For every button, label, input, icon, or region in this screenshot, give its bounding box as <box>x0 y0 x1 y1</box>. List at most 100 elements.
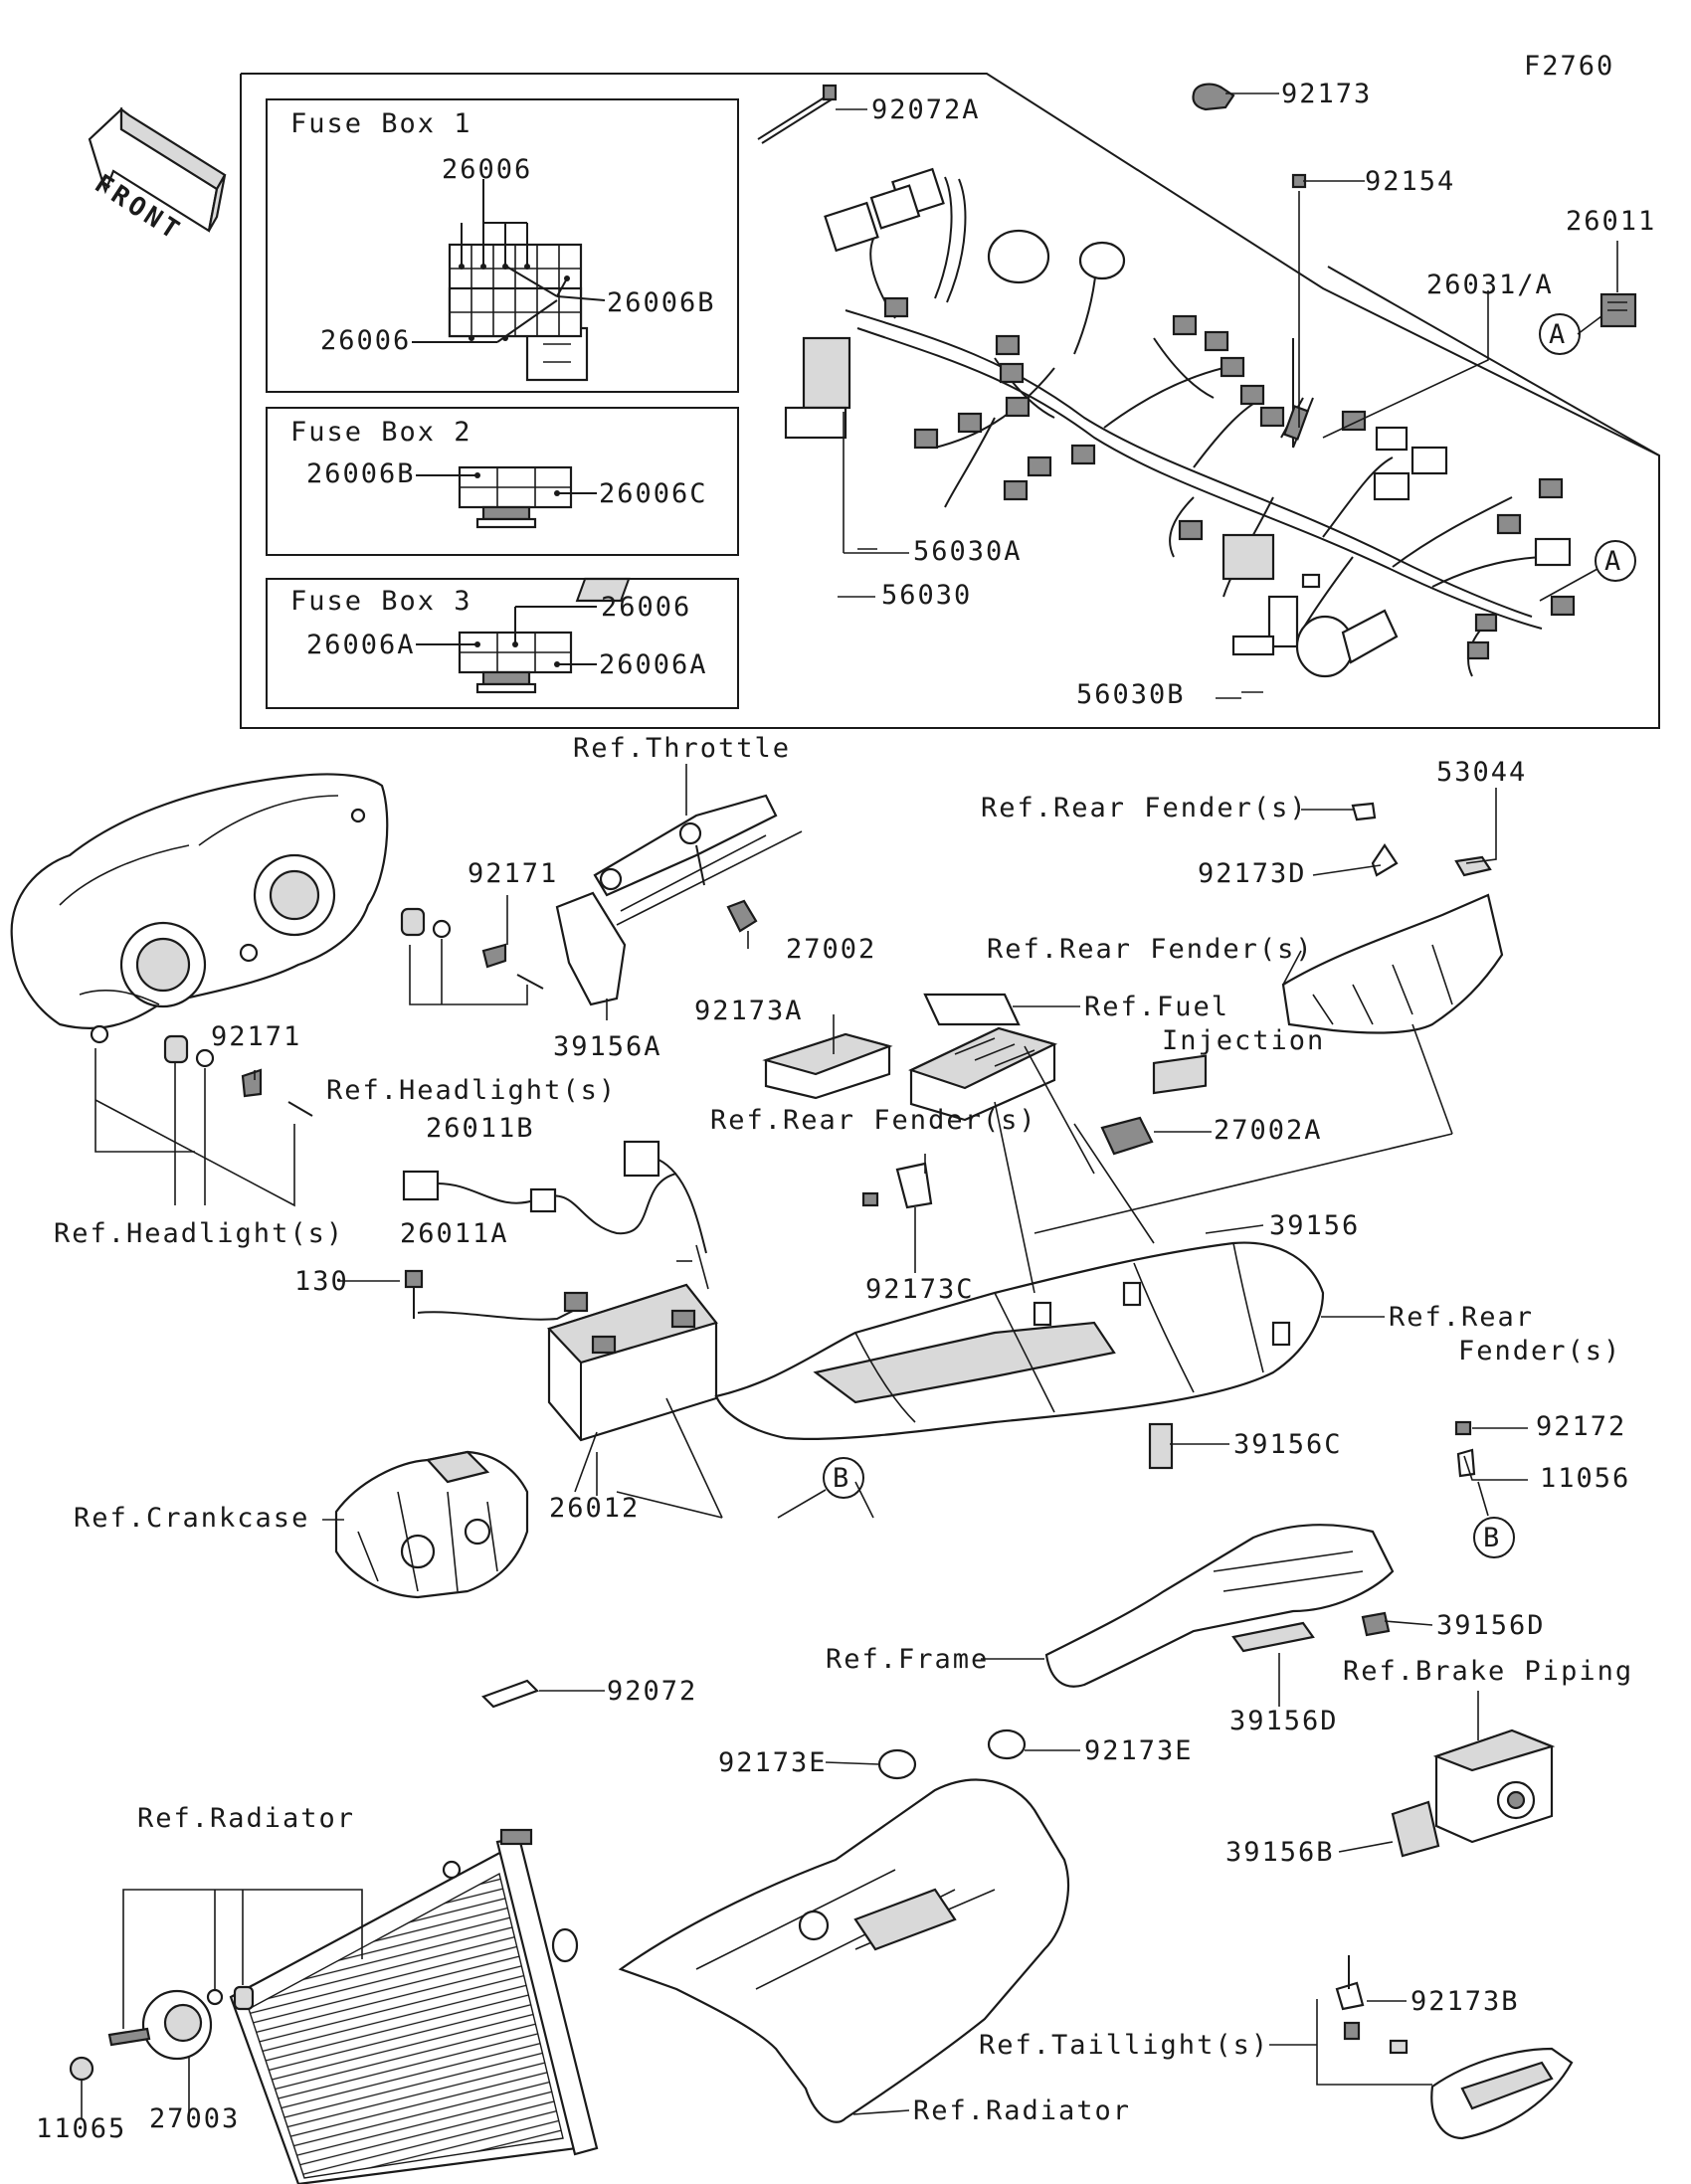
ref-crankcase-label: Ref.Crankcase <box>74 1503 310 1534</box>
ecu-27002 <box>762 1032 893 1100</box>
ref-circle-a-1 <box>1539 313 1581 355</box>
label-56030B: 56030B <box>1076 679 1186 710</box>
ref-headlight-label-2: Ref.Headlight(s) <box>54 1218 345 1249</box>
headlight-grommets <box>94 907 544 1207</box>
fuel-injection-ecu <box>908 993 1058 1122</box>
fuse-box-2-label-26006C: 26006C <box>599 478 708 509</box>
lower-cowl <box>618 1778 1070 2123</box>
part-56030-labels <box>575 548 1263 693</box>
fuse-box-3-title: Fuse Box 3 <box>290 586 472 617</box>
battery-cable-26011A <box>404 1269 589 1321</box>
fuse-box-3-label-26006: 26006 <box>601 592 692 623</box>
horn-27003 <box>69 1889 363 2118</box>
fuse-box-1-label-26006-top: 26006 <box>442 154 533 185</box>
label-39156B: 39156B <box>1225 1837 1335 1868</box>
label-92154: 92154 <box>1365 166 1456 197</box>
radiator-core <box>229 1828 599 2184</box>
ref-rear-fender-label-4a: Ref.Rear <box>1389 1302 1535 1333</box>
ref-frame-label: Ref.Frame <box>826 1644 990 1675</box>
part-92072 <box>481 1679 539 1709</box>
fuse-box-1-title: Fuse Box 1 <box>290 108 472 139</box>
harness-frame <box>240 73 1660 729</box>
label-92173D: 92173D <box>1198 858 1307 889</box>
fuse-box-1-drawing <box>412 179 606 382</box>
label-92072: 92072 <box>607 1676 698 1707</box>
label-11056: 11056 <box>1540 1463 1631 1494</box>
label-27002A: 27002A <box>1214 1115 1323 1146</box>
ref-circle-a-2-label: A <box>1604 546 1623 577</box>
label-92172: 92172 <box>1536 1411 1627 1442</box>
rear-fender-upper <box>1281 802 1504 1034</box>
ref-brake-piping-label: Ref.Brake Piping <box>1343 1656 1634 1687</box>
part-92173E-clamps <box>877 1729 1027 1780</box>
ref-rear-fender-label-4b: Fender(s) <box>1458 1336 1622 1366</box>
battery-26012 <box>547 1283 718 1442</box>
label-26011: 26011 <box>1566 206 1657 237</box>
label-39156C: 39156C <box>1233 1429 1343 1460</box>
abs-brake-module <box>1391 1729 1556 1858</box>
part-26011-connector <box>1599 292 1637 328</box>
label-53044: 53044 <box>1436 757 1528 788</box>
label-92072A: 92072A <box>871 94 981 125</box>
ref-circle-a-1-label: A <box>1549 319 1568 350</box>
label-92173: 92173 <box>1281 79 1373 109</box>
fuse-box-2-frame <box>266 407 739 556</box>
part-92072A-tie <box>757 84 838 144</box>
fuse-box-1-label-26006-bottom: 26006 <box>320 325 412 356</box>
label-92173C: 92173C <box>865 1274 975 1305</box>
fuse-box-2-label-26006B: 26006B <box>306 458 416 489</box>
part-39156-pad <box>1152 1054 1208 1095</box>
fuse-box-2-drawing <box>416 465 597 529</box>
ref-circle-b-1-label: B <box>833 1463 851 1494</box>
ref-circle-b-2 <box>1473 1517 1515 1558</box>
part-39156C-pad <box>1148 1422 1174 1470</box>
ref-throttle-label: Ref.Throttle <box>573 733 792 764</box>
ref-circle-b-1 <box>823 1457 864 1499</box>
part-27002A <box>1100 1116 1154 1156</box>
label-39156D-a: 39156D <box>1436 1610 1546 1641</box>
label-11065: 11065 <box>36 2113 127 2144</box>
ref-radiator-label-2: Ref.Radiator <box>913 2095 1132 2126</box>
label-26011A: 26011A <box>400 1218 509 1249</box>
ref-rear-fender-label-2: Ref.Rear Fender(s) <box>987 934 1314 965</box>
label-56030A: 56030A <box>913 536 1023 567</box>
label-27002: 27002 <box>786 934 877 965</box>
crankcase <box>334 1450 529 1599</box>
label-39156: 39156 <box>1269 1210 1361 1241</box>
fuse-box-2-title: Fuse Box 2 <box>290 417 472 448</box>
taillight <box>1316 1955 1574 2140</box>
label-26011B: 26011B <box>426 1113 535 1144</box>
ref-headlight-label-1: Ref.Headlight(s) <box>326 1075 618 1106</box>
label-26012: 26012 <box>549 1493 641 1524</box>
ref-radiator-label-1: Ref.Radiator <box>137 1803 356 1834</box>
headlight-housing <box>10 773 389 1044</box>
label-92171-a: 92171 <box>468 858 559 889</box>
fuse-box-3-label-26006A-right: 26006A <box>599 649 708 680</box>
sub-harness-26011B <box>402 1140 707 1254</box>
rear-fender-tray <box>714 1241 1325 1440</box>
label-26031A: 26031/A <box>1426 270 1554 300</box>
fuse-box-3-frame <box>266 578 739 709</box>
ref-rear-fender-label-3: Ref.Rear Fender(s) <box>710 1105 1037 1136</box>
ref-fuel-injection-label-2: Injection <box>1162 1025 1326 1056</box>
label-27003: 27003 <box>149 2103 241 2134</box>
front-arrow-icon <box>88 106 227 233</box>
ref-fuel-injection-label-1: Ref.Fuel <box>1084 992 1230 1022</box>
ref-circle-b-2-label: B <box>1483 1523 1502 1553</box>
frame-section <box>1044 1524 1395 1688</box>
main-wire-harness <box>784 167 1576 678</box>
ref-circle-a-2 <box>1595 540 1636 582</box>
part-92172-11056 <box>1454 1420 1476 1478</box>
leader-lines <box>254 92 1618 2115</box>
ref-rear-fender-label-1: Ref.Rear Fender(s) <box>981 793 1308 823</box>
figure-code: F2760 <box>1524 51 1615 82</box>
label-39156D-b: 39156D <box>1229 1706 1339 1736</box>
label-92173B: 92173B <box>1410 1986 1520 2017</box>
fuse-box-3-drawing <box>416 606 597 694</box>
label-56030: 56030 <box>881 580 973 611</box>
part-92173C-clamp <box>861 1162 933 1209</box>
part-92173A-clamp <box>726 899 758 933</box>
fuse-box-1-label-26006B: 26006B <box>607 287 716 318</box>
